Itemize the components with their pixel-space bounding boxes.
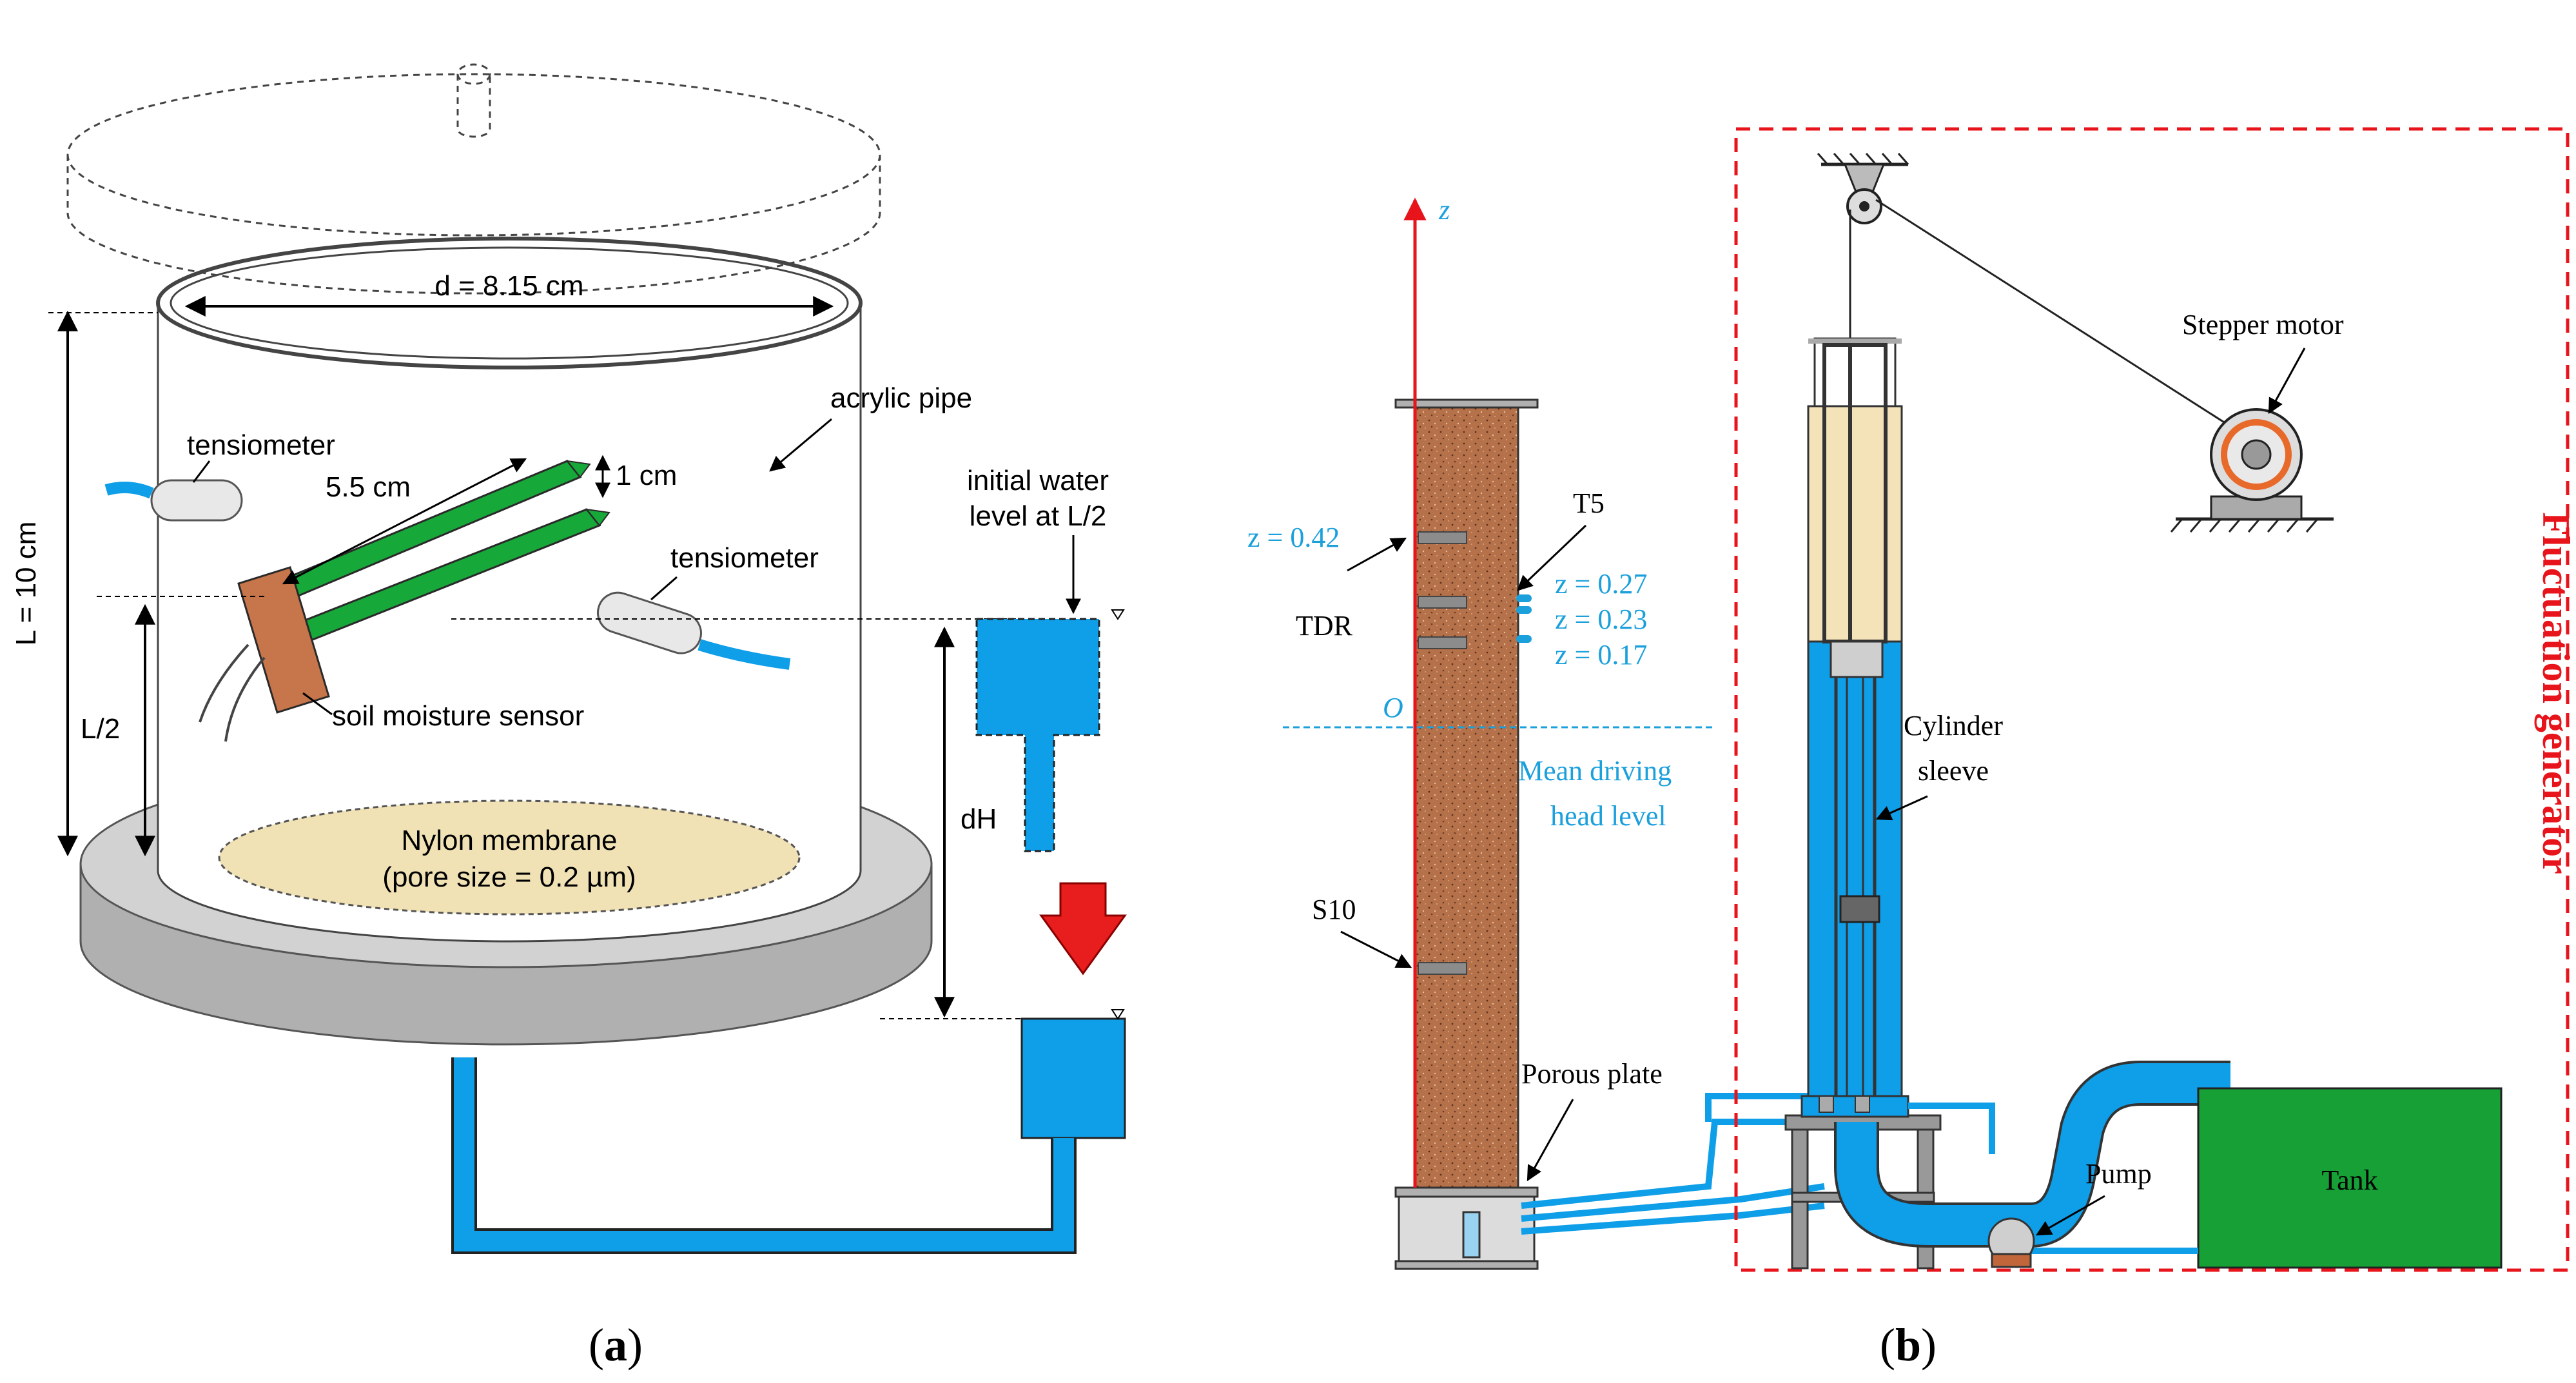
panel-a: d = 8.15 cm acrylic pipe tensiometer ten… xyxy=(10,63,1127,1371)
dashed-lid xyxy=(66,63,881,295)
lowered-reservoir xyxy=(1020,1009,1126,1139)
cylinder-line2: sleeve xyxy=(1918,755,1989,787)
drain-tube xyxy=(454,1057,1074,1251)
z-axis-label: z xyxy=(1438,194,1450,226)
length-label: L = 10 cm xyxy=(10,522,42,646)
z1-label: z = 0.27 xyxy=(1555,568,1647,600)
pump xyxy=(1987,1217,2198,1268)
panel-b: z z = 0.42 TDR T5 z = 0.27 z = 0.23 z = … xyxy=(1247,127,2576,1371)
diameter-label: d = 8.15 cm xyxy=(434,270,583,302)
membrane-line1: Nylon membrane xyxy=(401,825,617,856)
z-tdr-text: z = 0.42 xyxy=(1247,522,1340,553)
porous-plate-label: Porous plate xyxy=(1521,1058,1663,1090)
caption-a: (a) xyxy=(589,1319,643,1371)
cylinder-sleeve xyxy=(1800,337,1909,1118)
tank xyxy=(2197,1087,2503,1269)
return-pipe xyxy=(1837,1063,2230,1245)
soil-column xyxy=(1414,406,1519,1189)
cylinder-line1: Cylinder xyxy=(1904,710,2003,741)
soil-moisture-sensor-label: soil moisture sensor xyxy=(332,700,584,732)
nylon-membrane xyxy=(218,799,801,916)
initial-reservoir xyxy=(975,609,1125,852)
mean-line2: head level xyxy=(1550,800,1666,832)
tensiometer-right-label: tensiometer xyxy=(670,542,819,574)
lowering-arrow xyxy=(1039,882,1127,976)
z2-label: z = 0.23 xyxy=(1555,603,1647,635)
mean-line1: Mean driving xyxy=(1518,755,1672,787)
origin-label: O xyxy=(1383,692,1403,723)
acrylic-pipe-label: acrylic pipe xyxy=(830,382,972,414)
pump-label: Pump xyxy=(2085,1158,2152,1190)
caption-b: (b) xyxy=(1880,1319,1937,1371)
probe-length-label: 5.5 cm xyxy=(326,471,411,503)
membrane-line2: (pore size = 0.2 µm) xyxy=(382,861,636,893)
initial-water-line2: level at L/2 xyxy=(970,500,1107,532)
tensiometer-left-label: tensiometer xyxy=(187,429,335,461)
half-length-label: L/2 xyxy=(81,713,120,745)
tensiometer-left xyxy=(104,479,243,522)
tdr-label: TDR xyxy=(1296,610,1353,642)
stepper-motor-label: Stepper motor xyxy=(2182,309,2344,340)
head-diff-label: dH xyxy=(961,803,997,835)
probe-spacing-label: 1 cm xyxy=(616,460,677,491)
s10-label: S10 xyxy=(1312,894,1356,925)
connecting-tubes xyxy=(1521,1093,1825,1235)
fluctuation-generator-frame xyxy=(1734,127,2570,1272)
stepper-motor xyxy=(2170,408,2334,533)
tensiometer-right xyxy=(596,591,791,670)
pulley xyxy=(1817,153,1909,224)
column-sensors xyxy=(1418,531,1467,975)
t5-label: T5 xyxy=(1573,487,1605,519)
initial-water-line1: initial water xyxy=(967,465,1109,496)
fluctuation-generator-label: Fluctuation generator xyxy=(2535,512,2576,874)
tank-label: Tank xyxy=(2321,1164,2377,1196)
z3-label: z = 0.17 xyxy=(1555,639,1647,671)
